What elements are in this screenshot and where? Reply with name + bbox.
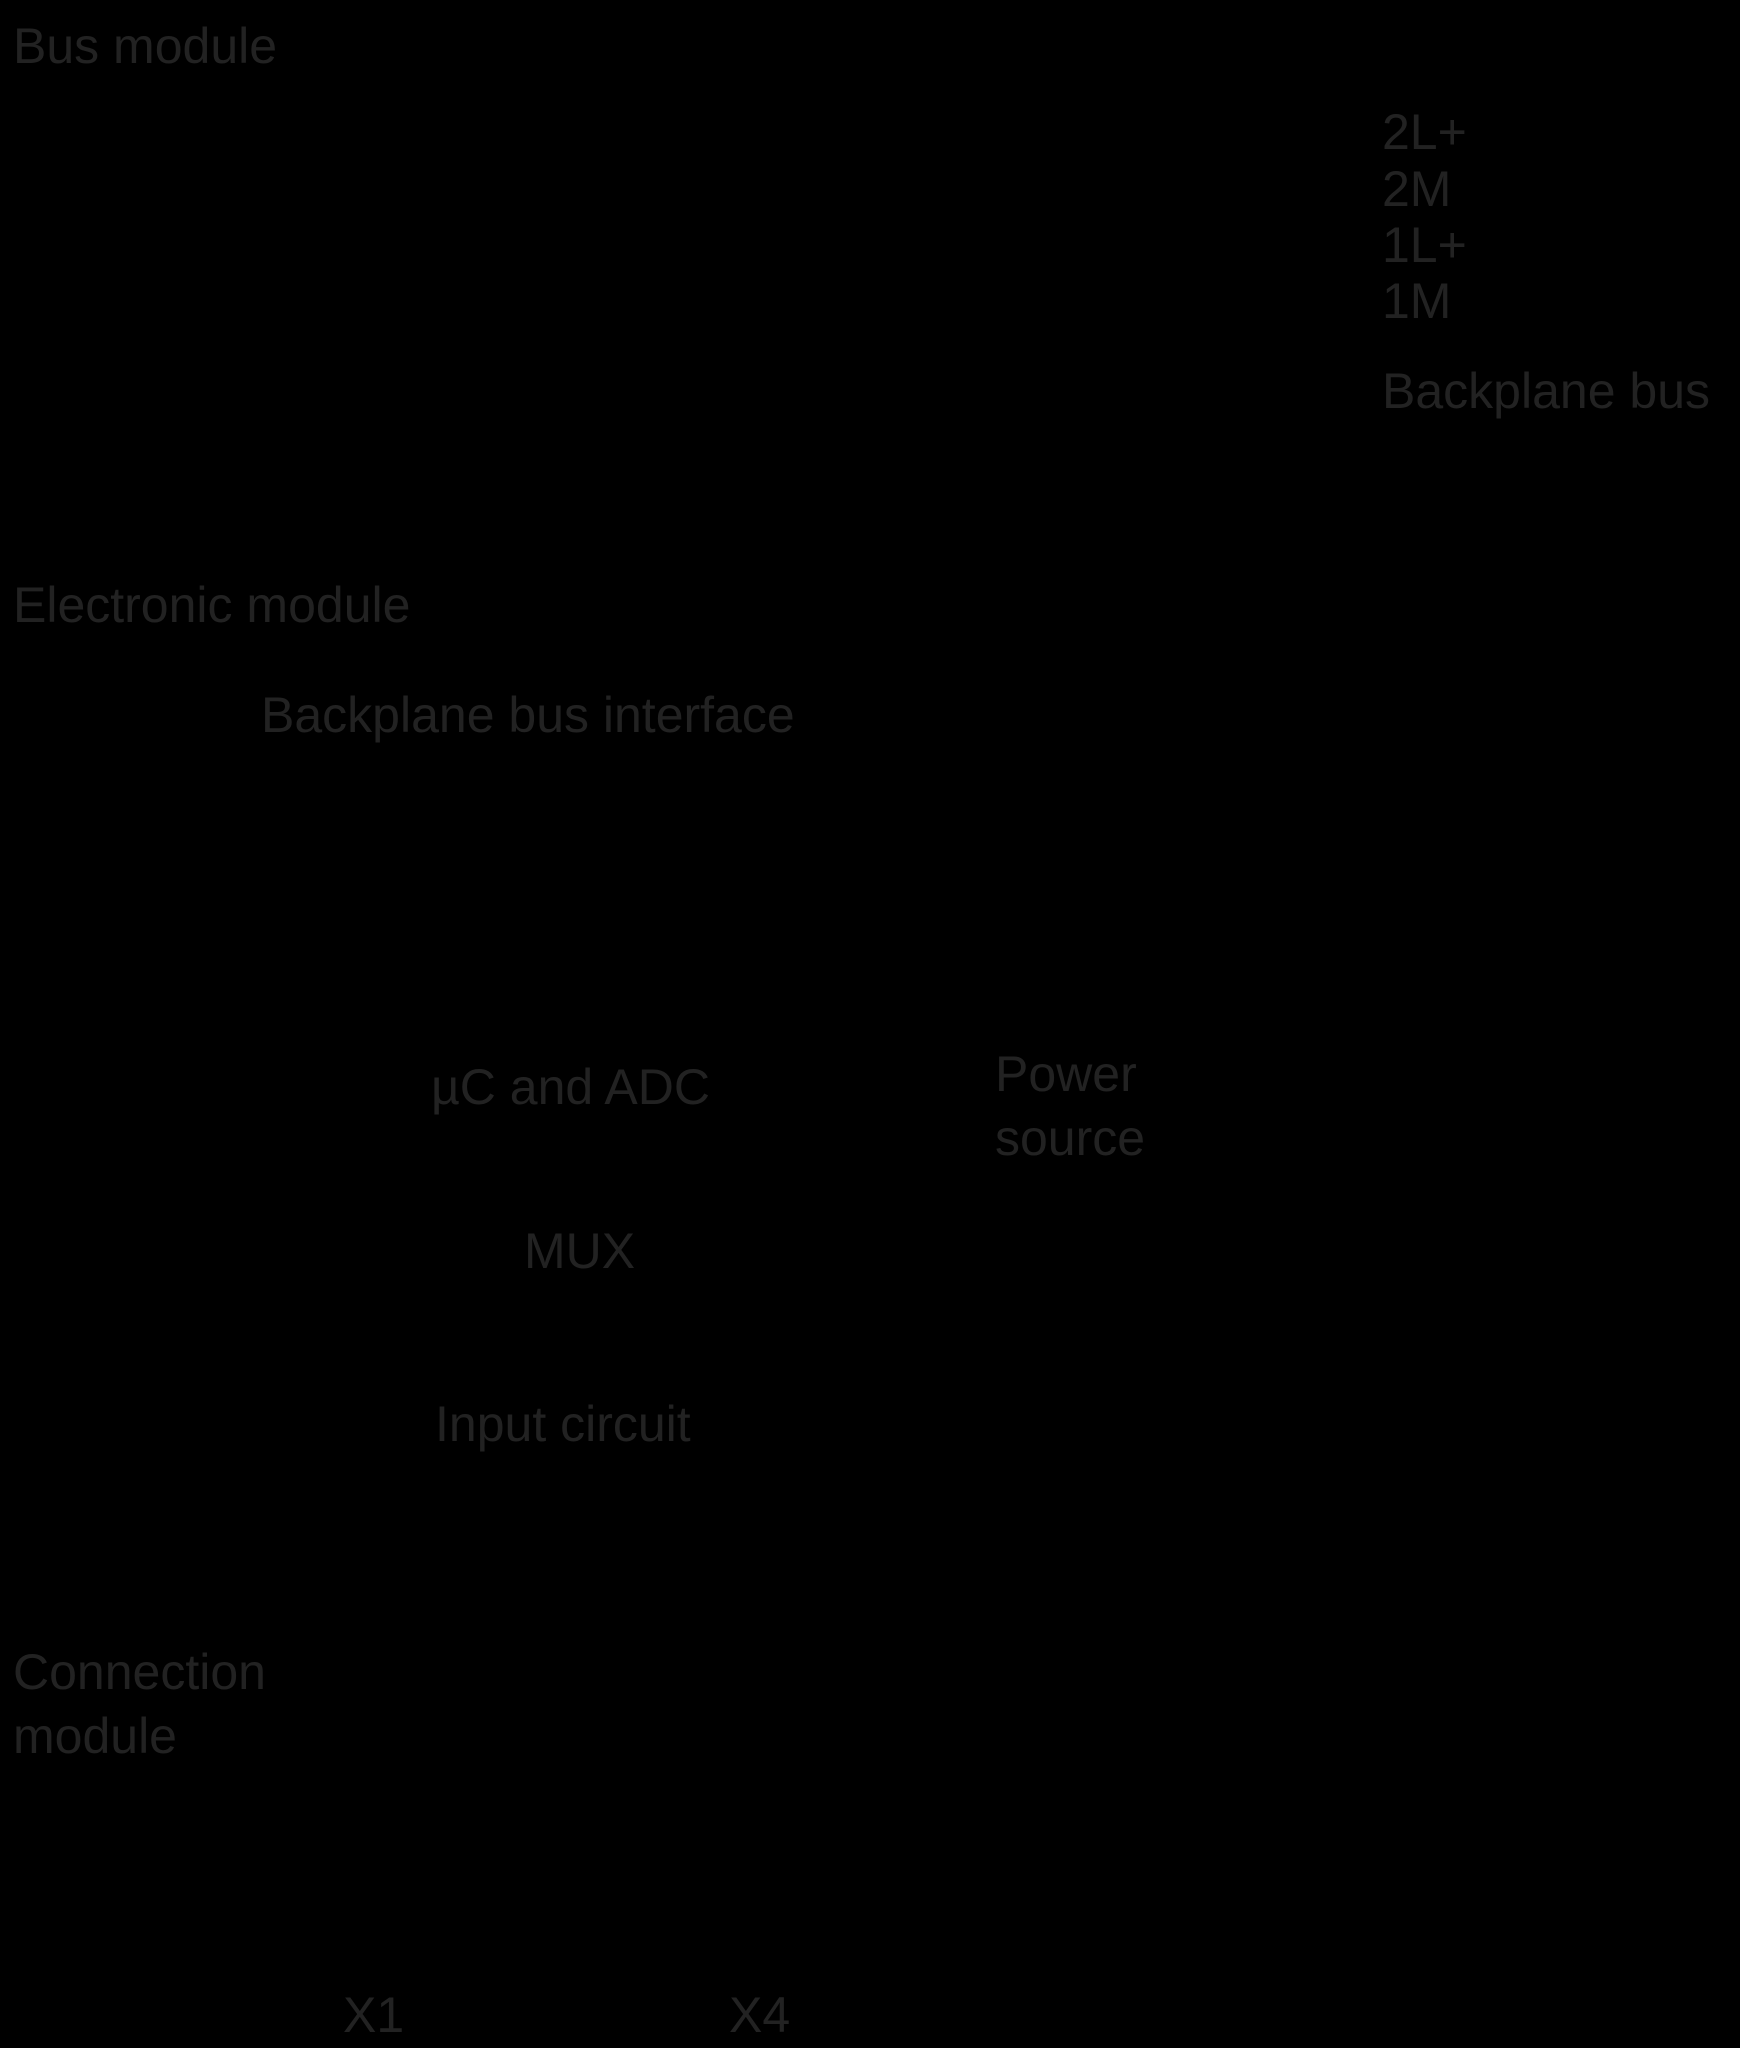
power-source-line2: source xyxy=(995,1110,1146,1166)
uc-adc-label: µC and ADC xyxy=(431,1059,710,1115)
connection-module-line1: Connection xyxy=(13,1644,266,1700)
bus-module-label: Bus module xyxy=(13,18,278,74)
terminal-x4-label: X4 xyxy=(729,1987,791,2043)
input-circuit-label: Input circuit xyxy=(435,1396,691,1452)
connection-module-label: Connection module xyxy=(13,1640,266,1768)
backplane-bus-label: Backplane bus xyxy=(1382,363,1711,419)
backplane-bus-interface-label: Backplane bus interface xyxy=(261,687,795,743)
rail-2m-label: 2M xyxy=(1382,161,1452,217)
terminal-x1-label: X1 xyxy=(343,1987,405,2043)
power-source-label: Power source xyxy=(995,1042,1145,1170)
rail-2l-plus-label: 2L+ xyxy=(1382,104,1467,160)
mux-label: MUX xyxy=(524,1223,636,1279)
rail-1m-label: 1M xyxy=(1382,273,1452,329)
electronic-module-label: Electronic module xyxy=(13,577,411,633)
power-source-line1: Power xyxy=(995,1046,1137,1102)
rail-1l-plus-label: 1L+ xyxy=(1382,217,1467,273)
connection-module-line2: module xyxy=(13,1708,177,1764)
